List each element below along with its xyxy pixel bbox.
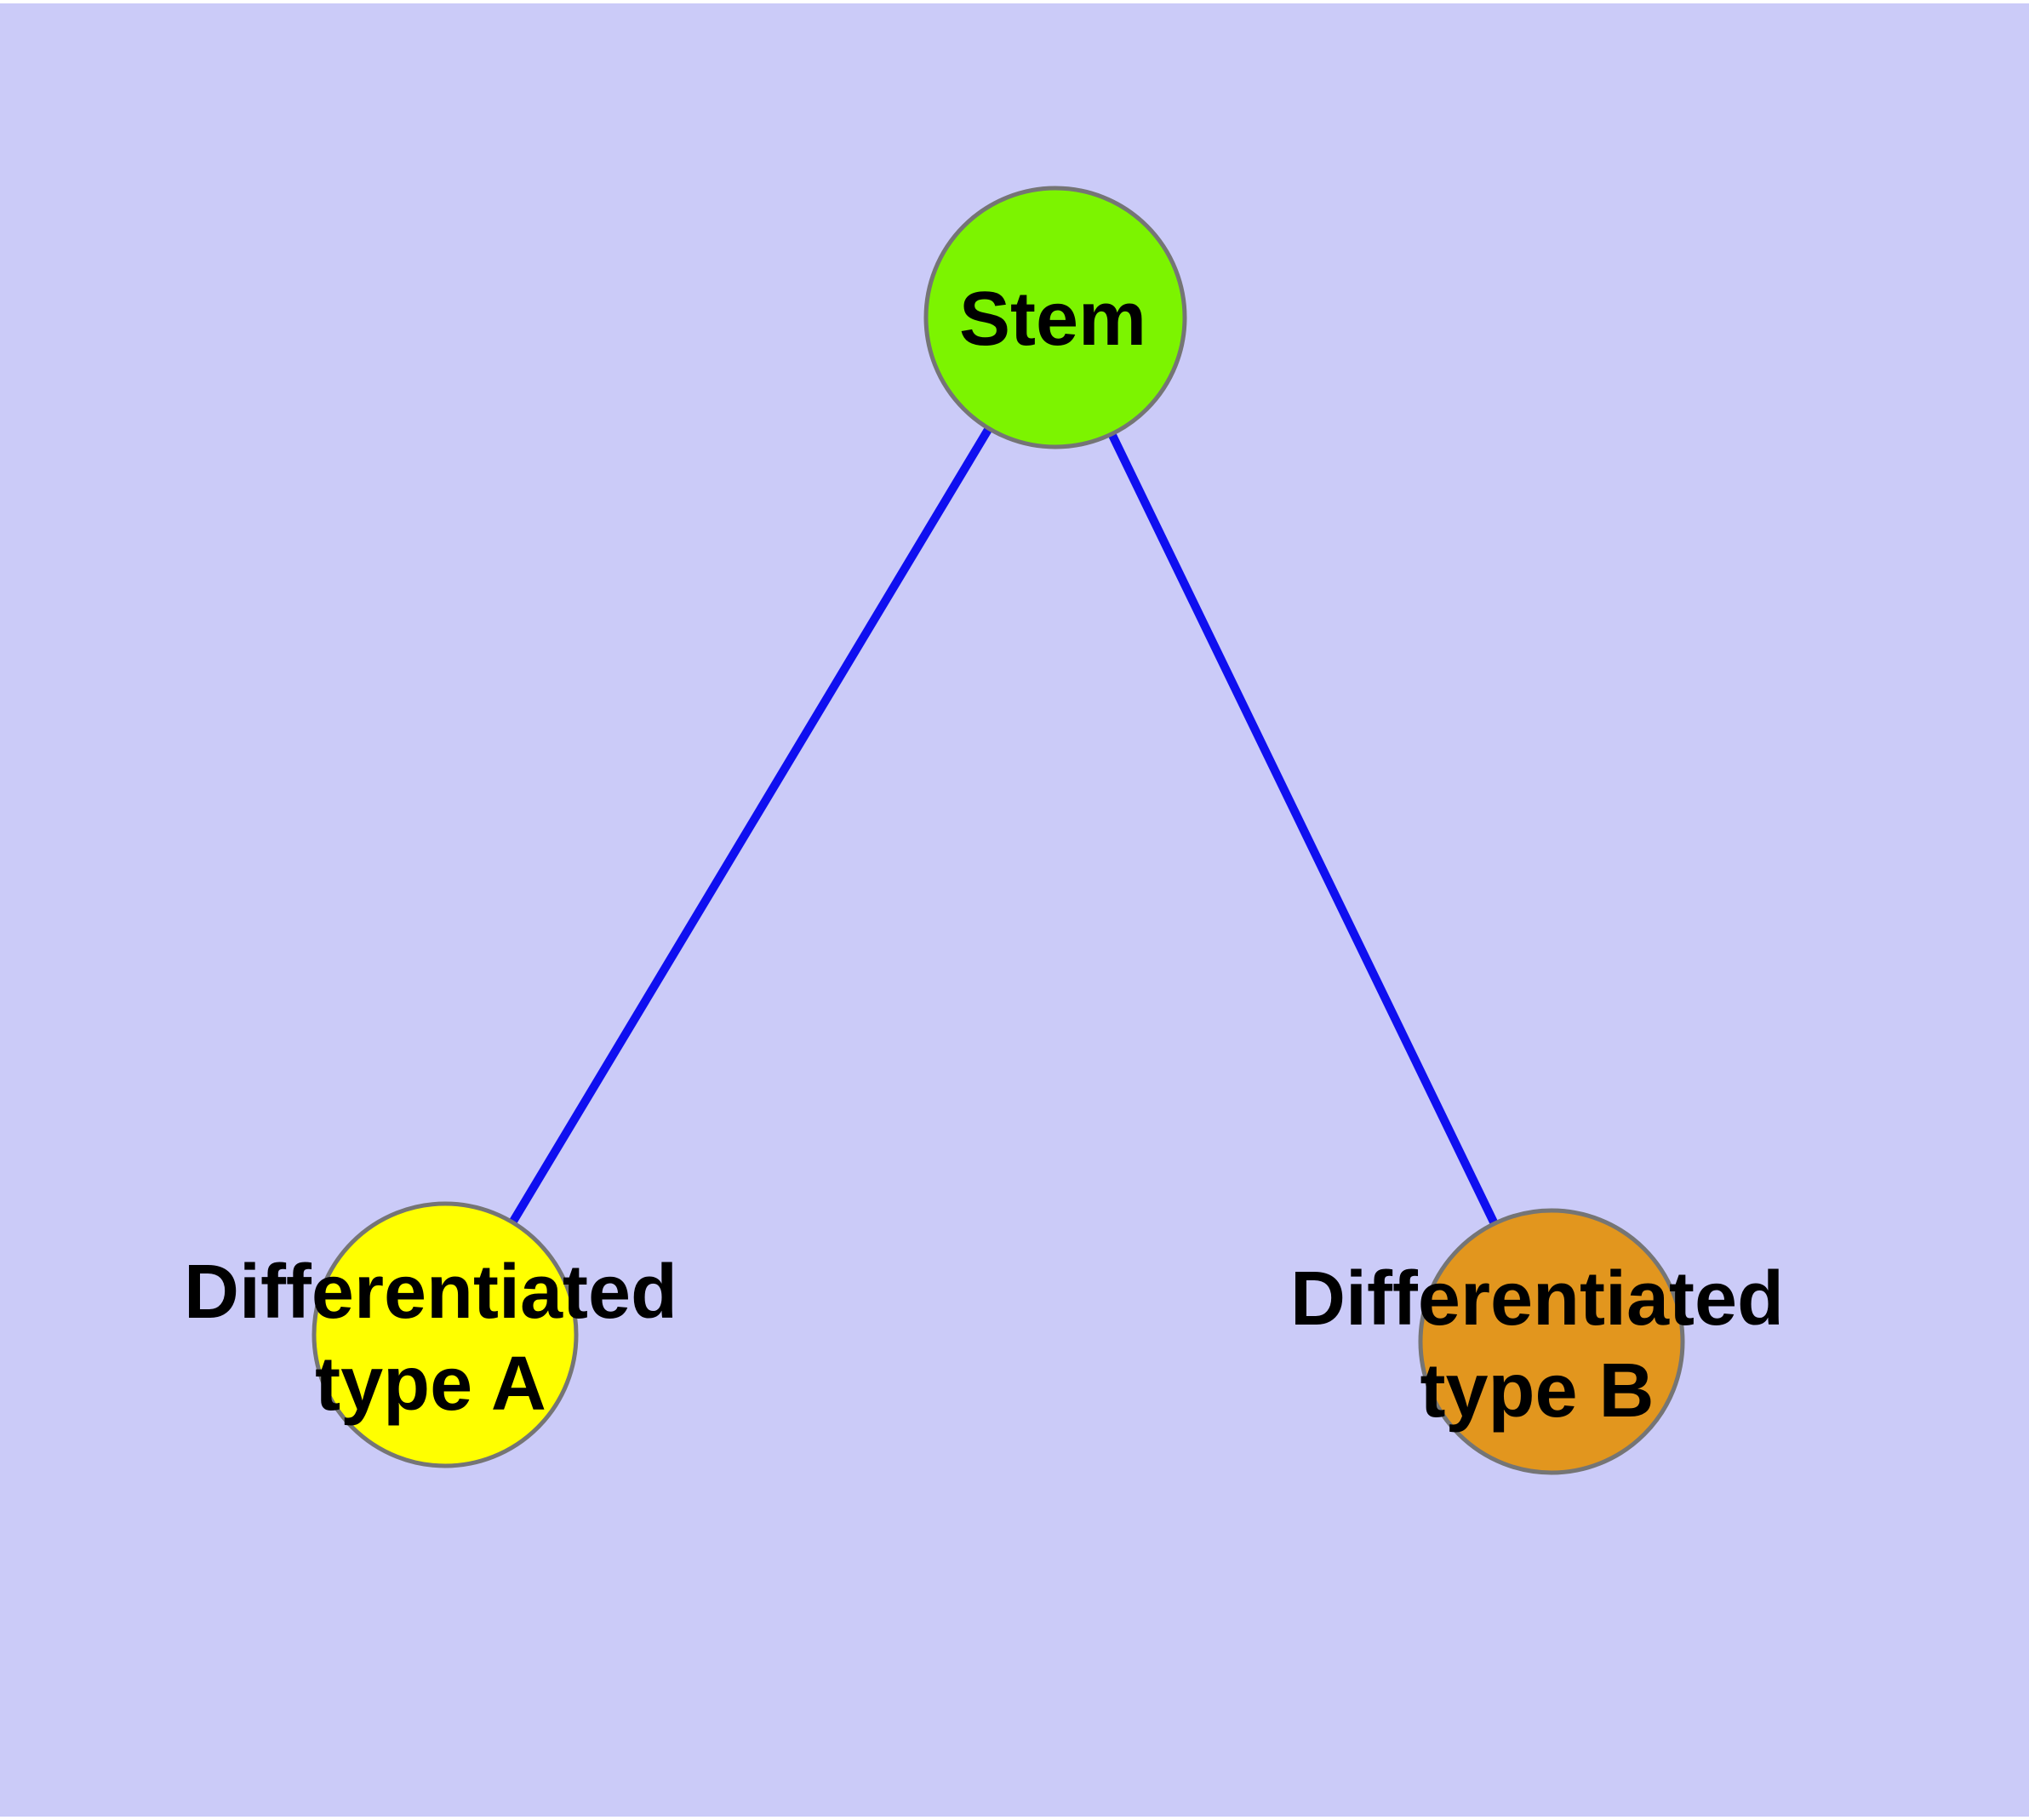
node-differentiated-type-b — [1418, 1208, 1685, 1475]
edge-stem-to-type-b — [1051, 315, 1556, 1344]
node-label-type-a-line2: type A — [315, 1342, 546, 1427]
edge-stem-to-type-a — [441, 315, 1060, 1337]
node-label-stem: Stem — [959, 277, 1146, 362]
node-label-type-a-line1: Differentiated — [184, 1250, 677, 1335]
node-differentiated-type-a — [311, 1201, 579, 1468]
node-stem — [923, 186, 1187, 449]
node-label-type-b-line2: type B — [1420, 1348, 1654, 1434]
node-label-type-b-line1: Differentiated — [1290, 1256, 1784, 1342]
